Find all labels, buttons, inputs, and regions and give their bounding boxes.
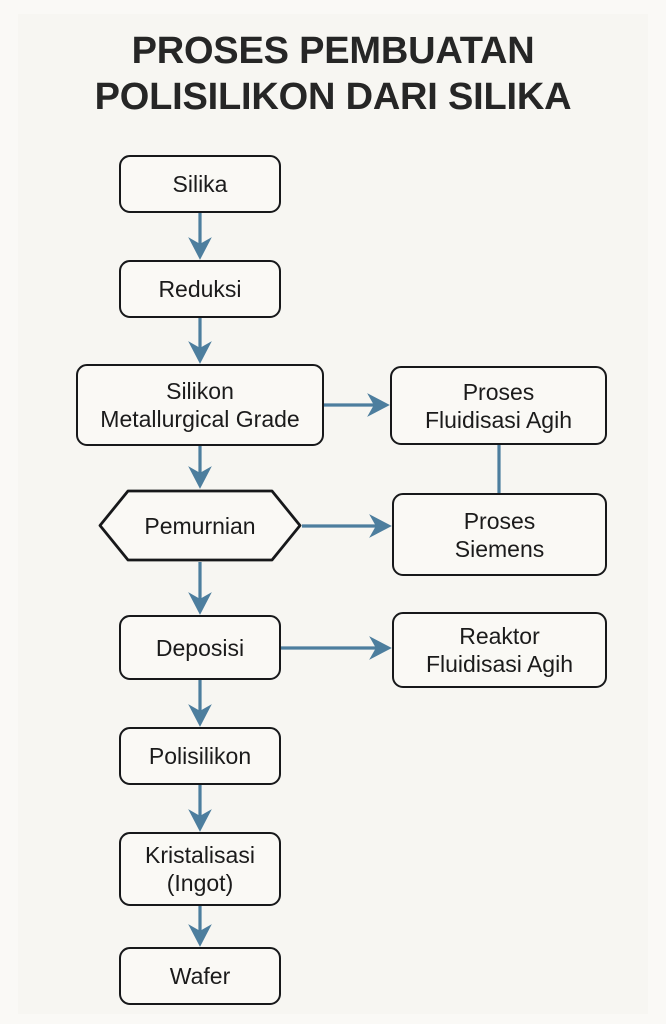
node-proses-siemens[interactable]: Proses Siemens [392, 493, 607, 576]
node-silikon-metallurgical-grade[interactable]: Silikon Metallurgical Grade [76, 364, 324, 446]
node-reaktor-fluidisasi-agih-label: Reaktor Fluidisasi Agih [425, 623, 574, 677]
node-reduksi[interactable]: Reduksi [119, 260, 281, 318]
node-reaktor-fluidisasi-agih[interactable]: Reaktor Fluidisasi Agih [392, 612, 607, 688]
node-silika-label: Silika [172, 171, 228, 197]
node-kristalisasi-ingot-label: Kristalisasi (Ingot) [145, 842, 255, 896]
hexagon-shape-icon [98, 489, 302, 562]
node-polisilikon-label: Polisilikon [148, 743, 252, 769]
node-deposisi-label: Deposisi [155, 634, 245, 661]
node-silikon-metallurgical-grade-label: Silikon Metallurgical Grade [100, 378, 300, 432]
node-wafer[interactable]: Wafer [119, 947, 281, 1005]
node-silika[interactable]: Silika [119, 155, 281, 213]
node-polisilikon[interactable]: Polisilikon [119, 727, 281, 785]
node-wafer-label: Wafer [169, 963, 231, 989]
page-title-line-1: PROSES PEMBUATAN [131, 30, 535, 72]
node-proses-fluidisasi-agih-label: Proses Fluidisasi Agih [424, 378, 573, 433]
node-pemurnian[interactable]: Pemurnian [98, 489, 302, 562]
node-proses-fluidisasi-agih[interactable]: Proses Fluidisasi Agih [390, 366, 607, 445]
node-pemurnian-label: Pemurnian [144, 512, 256, 539]
node-proses-siemens-label: Proses Siemens [454, 507, 545, 562]
node-kristalisasi-ingot[interactable]: Kristalisasi (Ingot) [119, 832, 281, 906]
node-deposisi[interactable]: Deposisi [119, 615, 281, 680]
node-reduksi-label: Reduksi [158, 276, 242, 302]
page-title: PROSES PEMBUATAN POLISILIKON DARI SILIKA [0, 28, 666, 120]
page-title-line-2: POLISILIKON DARI SILIKA [94, 76, 572, 118]
